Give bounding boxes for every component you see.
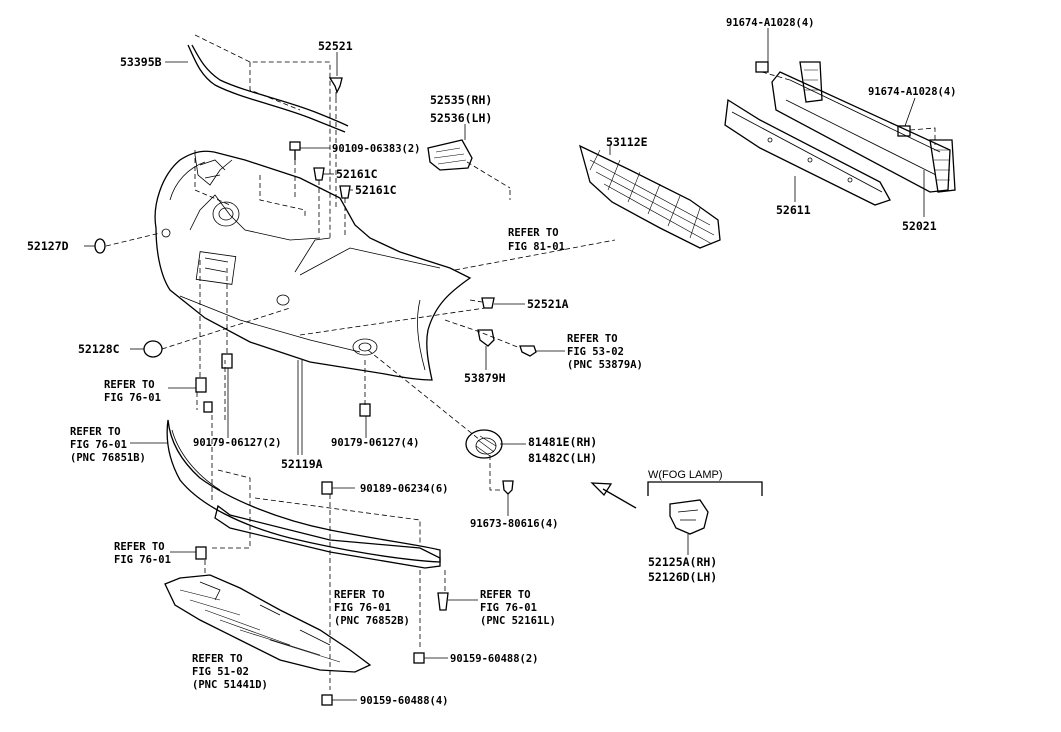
label-52161c-b: 52161C xyxy=(355,183,397,197)
label-52125a: 52125A(RH) xyxy=(648,555,717,569)
label-ref76b-3: (PNC 76851B) xyxy=(70,452,146,464)
label-ref81-2: FIG 81-01 xyxy=(508,241,565,253)
label-90109: 90109-06383(2) xyxy=(332,143,421,155)
upper-grille-molding xyxy=(187,44,349,133)
assembly-lines xyxy=(105,34,936,690)
clip-52161l xyxy=(437,592,449,611)
label-ref51-2: FIG 51-02 xyxy=(192,666,249,678)
bumper-retainer-side xyxy=(427,139,473,171)
engine-under-cover xyxy=(164,574,372,673)
label-ref53-2: FIG 53-02 xyxy=(567,346,624,358)
clip-52521a xyxy=(481,297,495,309)
label-ref76a-1: REFER TO xyxy=(104,379,155,391)
bumper-reinforcement xyxy=(771,61,956,193)
label-52161c-a: 52161C xyxy=(336,167,378,181)
screw-53-02 xyxy=(519,345,537,357)
label-ref51-3: (PNC 51441D) xyxy=(192,679,268,691)
clip-52161c-b xyxy=(339,185,351,199)
clip-52521 xyxy=(328,77,343,98)
bolt-91674a xyxy=(755,61,769,73)
label-ref51-1: REFER TO xyxy=(192,653,243,665)
cap-52127d xyxy=(94,238,106,254)
label-53395b: 53395B xyxy=(120,55,162,69)
label-ref76d-2: FIG 76-01 xyxy=(334,602,391,614)
clip-90189 xyxy=(321,481,333,495)
label-52126d: 52126D(LH) xyxy=(648,570,717,584)
clip-53879h xyxy=(477,329,495,347)
bolt-90159b xyxy=(321,694,333,706)
label-ref76c-1: REFER TO xyxy=(114,541,165,553)
label-90159b: 90159-60488(4) xyxy=(360,695,449,707)
clip-52161c-a xyxy=(313,167,325,181)
label-53112e: 53112E xyxy=(606,135,648,149)
label-ref76b-2: FIG 76-01 xyxy=(70,439,127,451)
label-ref76d-1: REFER TO xyxy=(334,589,385,601)
screw-91673 xyxy=(502,480,514,495)
label-90159a: 90159-60488(2) xyxy=(450,653,539,665)
fog-lamp-cover xyxy=(465,429,503,459)
label-ref53-1: REFER TO xyxy=(567,333,618,345)
label-52521: 52521 xyxy=(318,39,353,53)
fog-lamp-bracket xyxy=(669,499,709,535)
label-52119a: 52119A xyxy=(281,457,323,471)
label-52535: 52535(RH) xyxy=(430,93,492,107)
label-ref81-1: REFER TO xyxy=(508,227,559,239)
clip-ref76-left xyxy=(195,377,213,413)
bolt-90109 xyxy=(289,141,301,160)
label-52127d: 52127D xyxy=(27,239,69,253)
label-52128c: 52128C xyxy=(78,342,120,356)
bumper-cover xyxy=(154,150,472,381)
label-52536: 52536(LH) xyxy=(430,111,492,125)
label-91674-top: 91674-A1028(4) xyxy=(726,17,815,29)
leader-lines xyxy=(84,28,925,701)
label-ref76a-2: FIG 76-01 xyxy=(104,392,161,404)
bolt-90159a xyxy=(413,652,425,664)
label-ref76d-3: (PNC 76852B) xyxy=(334,615,410,627)
lower-spoiler xyxy=(166,419,441,569)
label-81482c: 81482C(LH) xyxy=(528,451,597,465)
label-91673: 91673-80616(4) xyxy=(470,518,559,530)
cap-52128c xyxy=(143,340,163,358)
label-ref76c-2: FIG 76-01 xyxy=(114,554,171,566)
label-90189: 90189-06234(6) xyxy=(360,483,449,495)
clip-90179-left xyxy=(221,353,233,369)
label-91674-right: 91674-A1028(4) xyxy=(868,86,957,98)
label-ref76e-1: REFER TO xyxy=(480,589,531,601)
label-90179-left: 90179-06127(2) xyxy=(193,437,282,449)
clip-90179-right xyxy=(359,403,371,417)
label-fog-lamp: W(FOG LAMP) xyxy=(648,469,723,481)
label-52021: 52021 xyxy=(902,219,937,233)
label-ref53-3: (PNC 53879A) xyxy=(567,359,643,371)
label-52521a: 52521A xyxy=(527,297,569,311)
label-90179-right: 90179-06127(4) xyxy=(331,437,420,449)
label-ref76b-1: REFER TO xyxy=(70,426,121,438)
label-53879h: 53879H xyxy=(464,371,506,385)
label-52611: 52611 xyxy=(776,203,811,217)
label-ref76e-3: (PNC 52161L) xyxy=(480,615,556,627)
bumper-absorber xyxy=(724,98,891,206)
fog-lamp-bracket-box xyxy=(590,481,763,509)
lower-grille xyxy=(578,144,721,249)
bolt-ref76-lower xyxy=(195,546,207,560)
label-ref76e-2: FIG 76-01 xyxy=(480,602,537,614)
label-81481e: 81481E(RH) xyxy=(528,435,597,449)
labels: 53395B 52521 52535(RH) 52536(LH) 91674-A… xyxy=(27,17,957,707)
